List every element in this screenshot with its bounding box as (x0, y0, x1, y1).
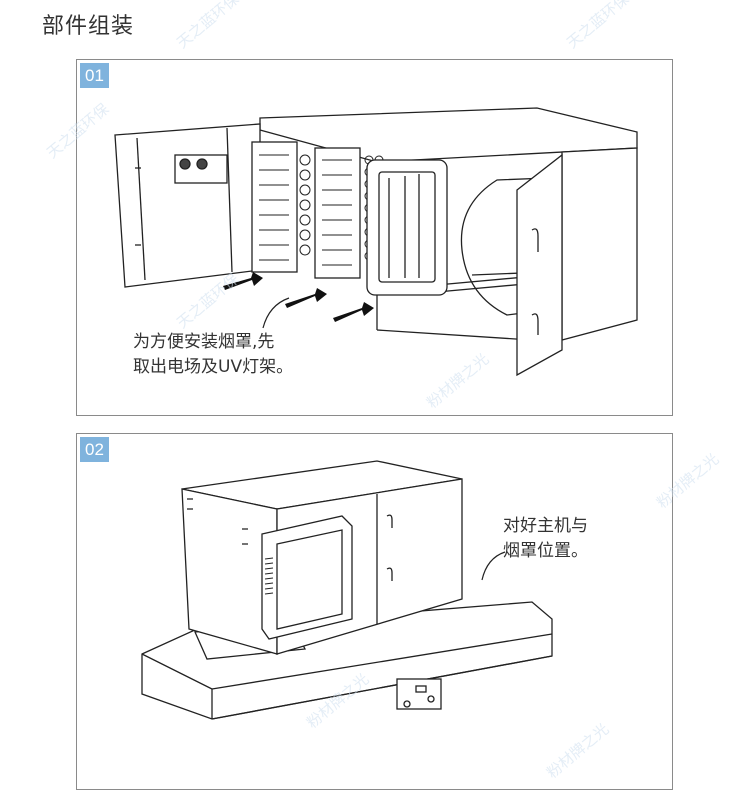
caption-line: 烟罩位置。 (503, 541, 588, 561)
step-badge-1: 01 (80, 63, 109, 88)
step-panel-2: 02 对好主机与 烟罩位置。 (76, 433, 673, 790)
step-caption-2: 对好主机与 烟罩位置。 (503, 514, 588, 564)
purifier-disassembly-illustration (114, 107, 638, 377)
step-badge-2: 02 (80, 437, 109, 462)
step-caption-1: 为方便安装烟罩,先 取出电场及UV灯架。 (133, 330, 293, 380)
purifier-on-hood-illustration (141, 460, 553, 720)
step-panel-1: 01 为方便安装烟罩,先 取出电场及UV灯架。 (76, 59, 673, 416)
watermark: 天之蓝环保 (173, 0, 243, 52)
caption-line: 对好主机与 (503, 516, 588, 536)
caption-line: 为方便安装烟罩,先 (133, 332, 275, 352)
watermark: 天之蓝环保 (563, 0, 633, 52)
caption-line: 取出电场及UV灯架。 (133, 357, 294, 377)
section-title: 部件组装 (42, 14, 135, 39)
